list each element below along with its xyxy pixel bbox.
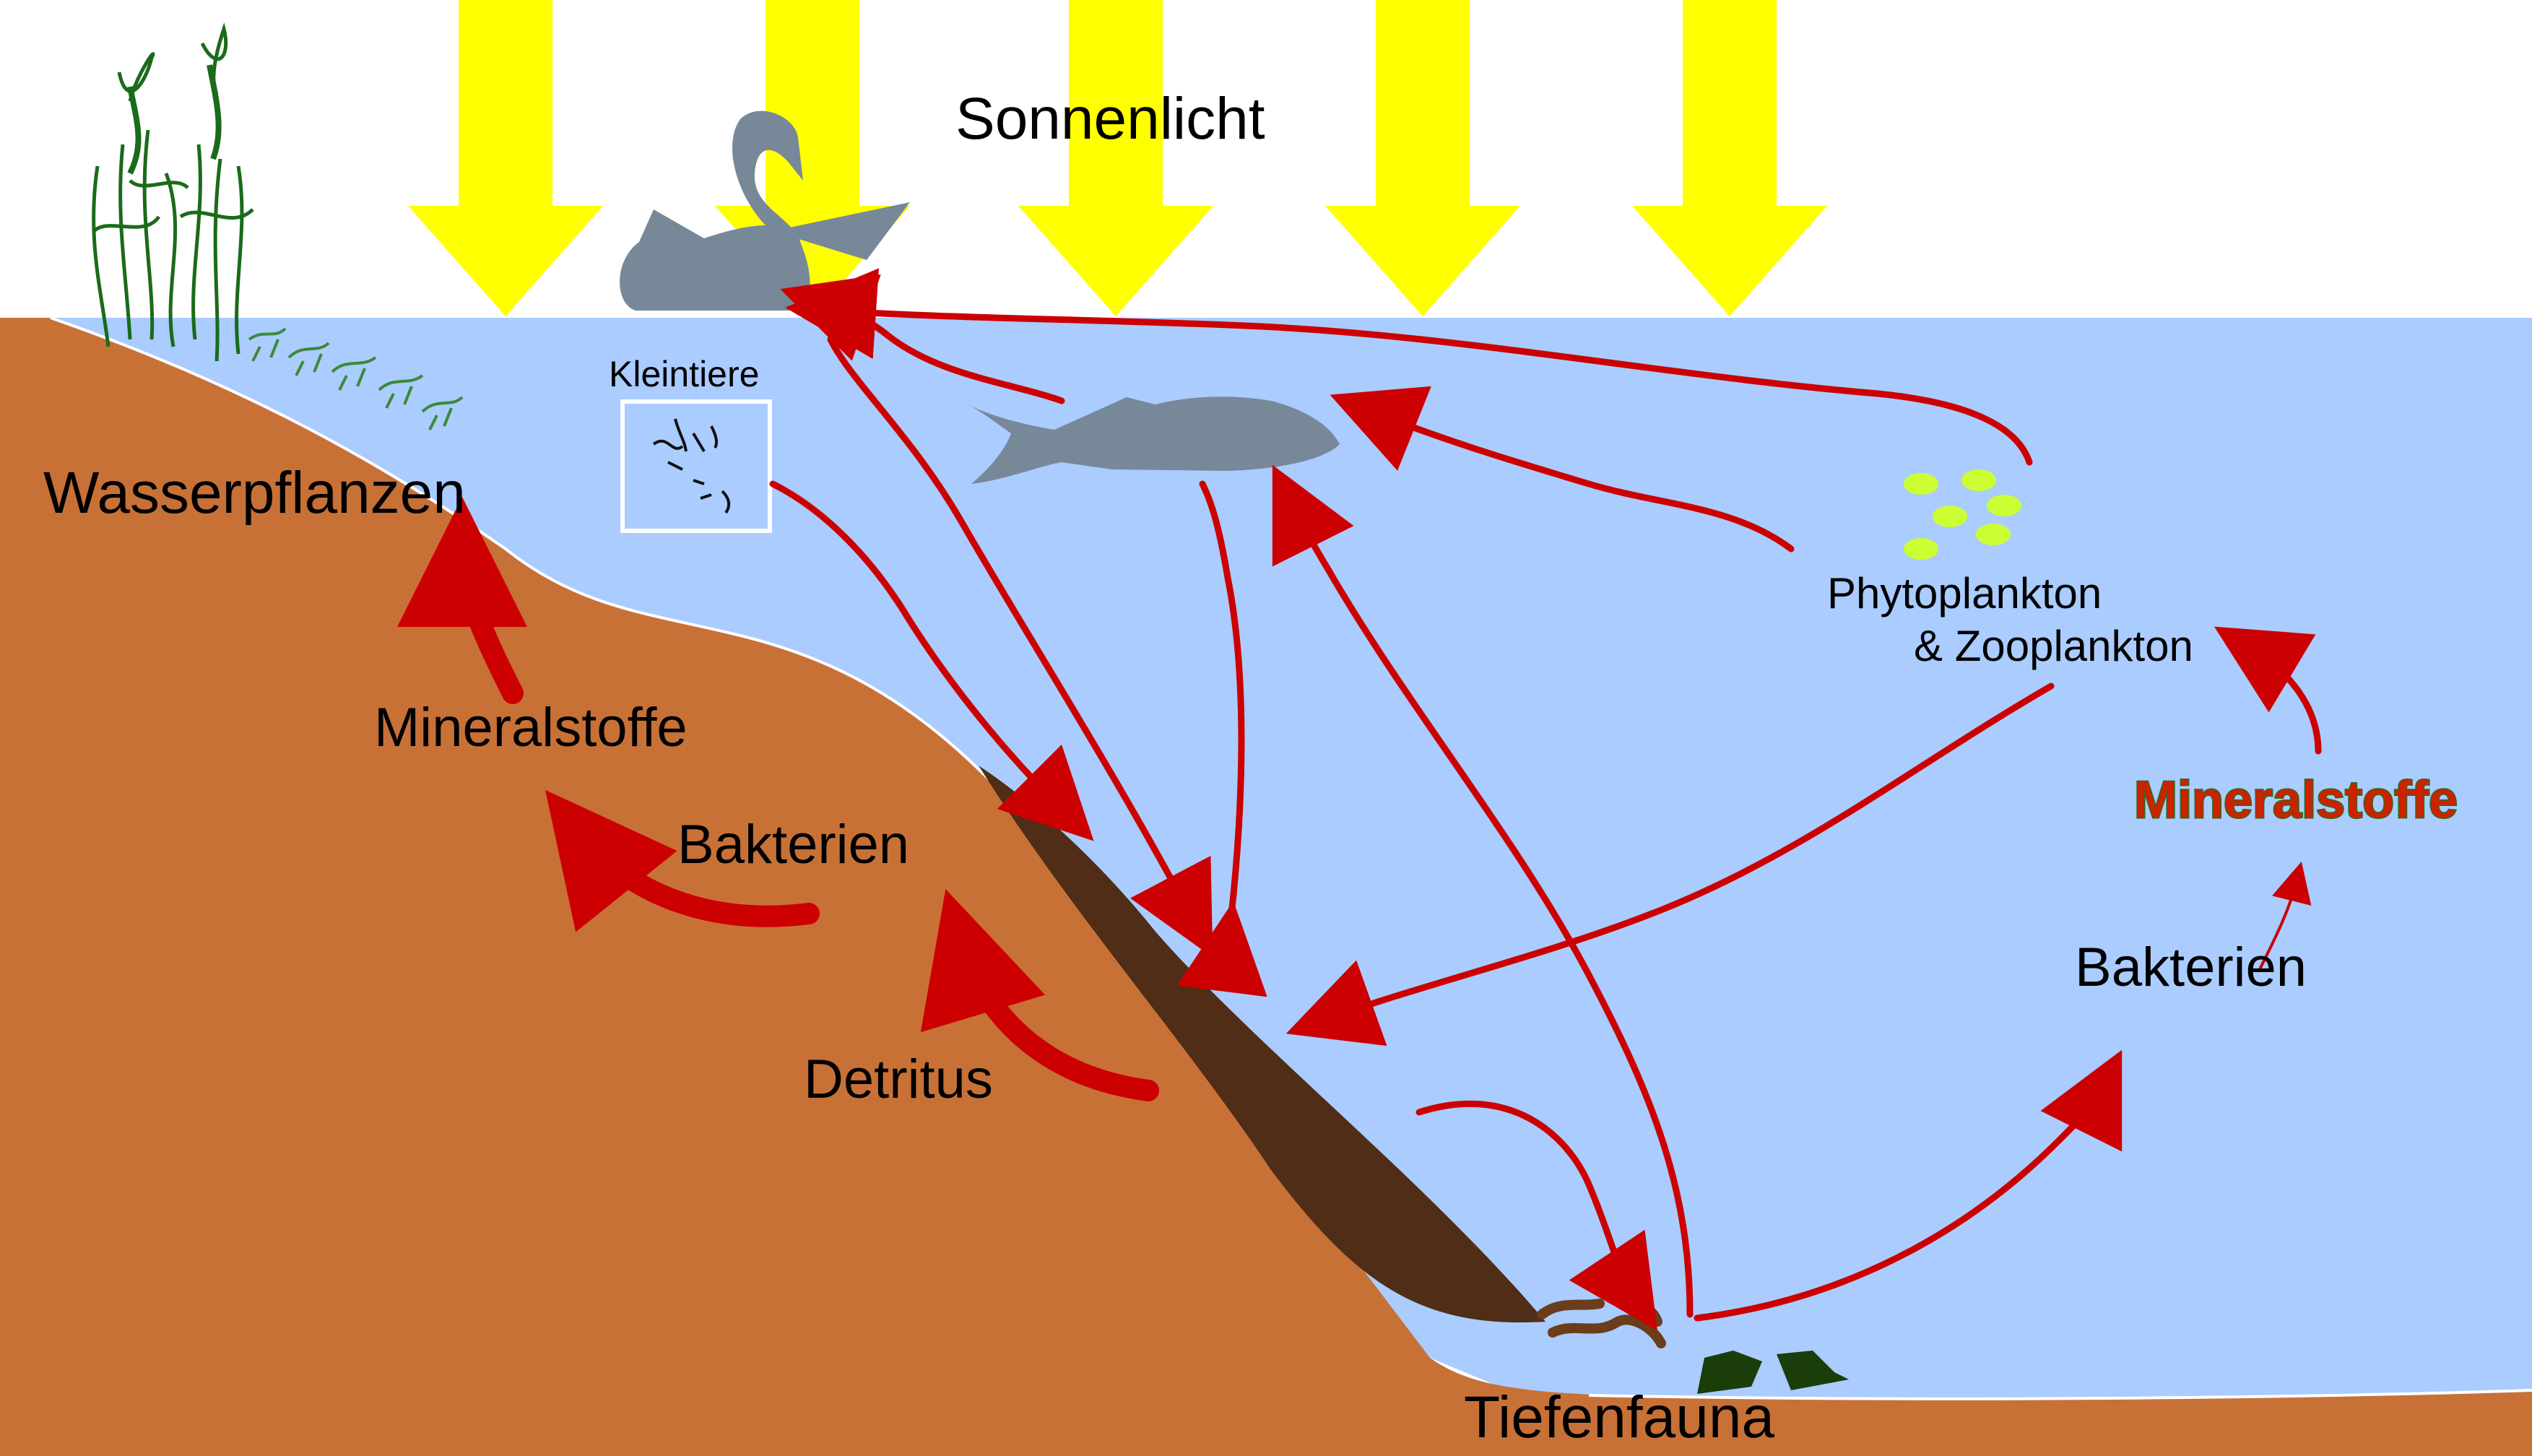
plankton-cell-icon	[1933, 506, 1967, 527]
label-plankton-line1: Phytoplankton	[1827, 569, 2102, 618]
sun-arrow-icon	[1632, 0, 1827, 316]
sun-arrow-icon	[1018, 0, 1213, 316]
plankton-cell-icon	[1904, 473, 1938, 495]
label-detritus: Detritus	[804, 1049, 993, 1110]
swan-icon	[620, 110, 910, 311]
reed-icon	[127, 64, 222, 175]
plankton-cell-icon	[1904, 538, 1938, 560]
flow-arrows	[769, 268, 2322, 1331]
label-bacteria-left: Bakterien	[677, 814, 909, 875]
thick-flow-arrows	[397, 497, 1159, 1101]
lake-bed-soil	[0, 318, 2532, 1456]
label-benthic-fauna: Tiefenfauna	[1464, 1384, 1774, 1450]
sun-arrows	[408, 0, 1827, 316]
plankton-cells	[1904, 469, 2021, 560]
small-animals-box	[620, 399, 772, 533]
sun-arrow-icon	[1325, 0, 1520, 316]
sun-arrow-icon	[408, 0, 603, 316]
lake-water	[51, 318, 2532, 1399]
plankton-cell-icon	[1976, 524, 2011, 545]
reed-icon	[92, 22, 254, 362]
label-sunlight: Sonnenlicht	[955, 86, 1265, 152]
label-aquatic-plants: Wasserpflanzen	[43, 460, 466, 526]
reed-icon	[248, 327, 464, 430]
label-small-animals: Kleintiere	[609, 354, 759, 394]
stone-icon	[1697, 1351, 1849, 1394]
plankton-cell-icon	[1961, 469, 1996, 491]
fish-icon	[968, 396, 1340, 484]
plankton-cell-icon	[1987, 495, 2021, 516]
label-minerals-right: Mineralstoffe	[2134, 771, 2458, 829]
label-minerals-left: Mineralstoffe	[374, 697, 688, 758]
label-bacteria-right: Bakterien	[2075, 937, 2307, 998]
detritus-layer	[979, 766, 1545, 1323]
label-plankton-line2: & Zooplankton	[1914, 622, 2193, 670]
